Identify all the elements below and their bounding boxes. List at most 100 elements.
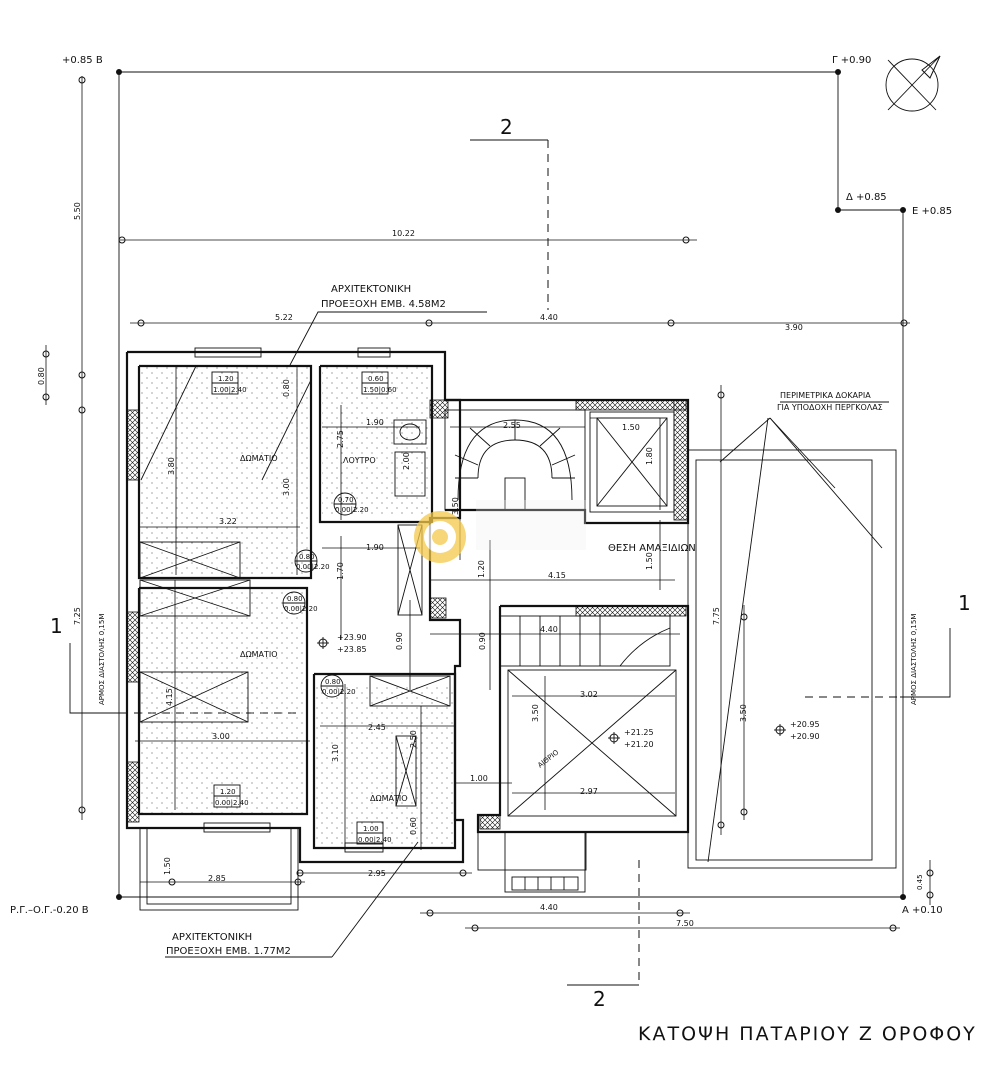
projection-top-line2: ΠΡΟΕΞΟΧΗ ΕΜΒ. 4.58Μ2 [321,299,446,310]
joint-note-left: ΑΡΜΟΣ ΔΙΑΣΤΟΛΗΣ 0,15Μ [98,614,106,705]
pergola-outline [687,417,897,869]
level-l1a: +23.90 [337,633,367,642]
door-tag-4-top: 0.80 [325,678,341,686]
bathroom-fixtures [393,419,427,497]
corner-label-d: Δ +0.85 [846,192,887,203]
door-tag-3-bottom: 0.00|2.20 [284,605,318,613]
dim-3-00-b: 3.00 [212,732,230,741]
dim-1-50-c: 1.50 [163,857,172,875]
corner-label-a: A +0.10 [902,905,943,916]
watermark-logo-icon [414,500,586,563]
dim-5-50: 5.50 [73,202,82,220]
north-arrow-icon [885,55,941,112]
opening-tags [211,371,389,845]
void-crosses [139,365,677,817]
level-l2b: +21.20 [624,740,654,749]
door-tag-4-bottom: 0.00|2.20 [322,688,356,696]
dim-3-50-c: 3.50 [739,704,748,722]
section-label-2-top: 2 [500,115,513,139]
corner-label-rg: Ρ.Γ.–Ο.Γ.-0.20 B [10,905,89,916]
leader-lines [165,311,889,958]
projection-bottom-line2: ΠΡΟΕΞΟΧΗ ΕΜΒ. 1.77Μ2 [166,946,291,957]
joint-note-right: ΑΡΜΟΣ ΔΙΑΣΤΟΛΗΣ 0,15Μ [910,614,918,705]
dim-3-80: 3.80 [167,457,176,475]
room-label-parking: ΘΕΣΗ ΑΜΑΞΙΔΙΩΝ [608,543,696,554]
beam-note-line2: ΓΙΑ ΥΠΟΔΟΧΗ ΠΕΡΓΚΟΛΑΣ [777,403,883,412]
dim-3-00-a: 3.00 [282,478,291,496]
dim-1-00: 1.00 [470,774,488,783]
spiral-stair [444,409,671,667]
dim-0-90-b: 0.90 [478,632,487,650]
door-tag-1-bottom: 0.00|2.20 [335,506,369,514]
room-label-atrium: ΑΙΘΡΙΟ [536,748,560,769]
room-label-room2: ΔΩΜΑΤΙΟ [240,650,278,659]
hatched-walls [126,399,689,830]
projection-bottom-line1: ΑΡΧΙΤΕΚΤΟΝΙΚΗ [172,932,252,943]
level-l1b: +23.85 [337,645,367,654]
dim-2-55: 2.55 [503,421,521,430]
dim-2-00: 2.00 [402,452,411,470]
dim-2-95: 2.95 [368,869,386,878]
dim-3-22: 3.22 [219,517,237,526]
dim-7-50: 7.50 [676,919,694,928]
door-tag-2-bottom: 0.00|2.20 [296,563,330,571]
section-label-1-left: 1 [50,614,63,638]
corner-label-e: E +0.85 [912,206,952,217]
dim-4-40-top: 4.40 [540,313,558,322]
room-label-bath: ΛΟΥΤΡΟ [343,456,376,465]
dim-3-10: 3.10 [331,744,340,762]
level-l3b: +20.90 [790,732,820,741]
plot-boundary [116,69,906,900]
room-label-room3: ΔΩΜΑΤΙΟ [370,794,408,803]
dim-1-20: 1.20 [477,560,486,578]
dim-0-45: 0.45 [916,874,924,890]
dim-2-45: 2.45 [368,723,386,732]
dim-2-97: 2.97 [580,787,598,796]
window-tag-3-bottom: 0.00|2.40 [215,799,249,807]
section-label-1-right: 1 [958,591,971,615]
dim-1-90-b: 1.90 [366,543,384,552]
dim-4-15-b: 4.15 [165,688,174,706]
room-label-room1: ΔΩΜΑΤΙΟ [240,454,278,463]
door-tag-1-top: 0.70 [338,496,354,504]
dim-3-02: 3.02 [580,690,598,699]
window-tag-2-top: 0.60 [368,375,384,383]
windows-top [194,347,391,853]
dim-0-90-a: 0.90 [395,632,404,650]
dim-7-25: 7.25 [73,607,82,625]
building-walls [125,350,690,911]
dim-4-40-bottom: 4.40 [540,903,558,912]
dim-1-50-a: 1.50 [622,423,640,432]
dim-1-80: 1.80 [645,447,654,465]
dim-2-85: 2.85 [208,874,226,883]
window-tag-1-top: 1.20 [218,375,234,383]
corner-label-g: Γ +0.90 [832,55,871,66]
dim-10-22: 10.22 [392,229,415,238]
dim-4-15-a: 4.15 [548,571,566,580]
dim-3-50-a: 3.50 [451,497,460,515]
dim-0-80-left: 0.80 [37,367,46,385]
dim-0-60: 0.60 [409,817,418,835]
level-markers [317,637,786,744]
dim-3-90: 3.90 [785,323,803,332]
window-tag-2-bottom: 1.50|0.60 [363,386,397,394]
window-tag-4-bottom: 0.00|2.40 [358,836,392,844]
door-tag-3-top: 0.80 [287,595,303,603]
projection-top-line1: ΑΡΧΙΤΕΚΤΟΝΙΚΗ [331,284,411,295]
beam-note-line1: ΠΕΡΙΜΕΤΡΙΚΑ ΔΟΚΑΡΙΑ [780,391,871,400]
drawing-title: ΚΑΤΟΨΗ ΠΑΤΑΡΙΟΥ Ζ ΟΡΟΦΟΥ [638,1023,977,1045]
window-tag-3-top: 1.20 [220,788,236,796]
dim-5-22: 5.22 [275,313,293,322]
section-label-2-bottom: 2 [593,987,606,1011]
dim-2-75: 2.75 [336,430,345,448]
dim-7-75: 7.75 [712,607,721,625]
dim-4-40-mid: 4.40 [540,625,558,634]
dim-2-50: 2.50 [409,730,418,748]
corner-label-b: +0.85 B [62,55,103,66]
level-l2a: +21.25 [624,728,654,737]
dim-1-50-b: 1.50 [645,552,654,570]
dim-0-80-mid: 0.80 [282,379,291,397]
dim-1-90-a: 1.90 [366,418,384,427]
window-tag-4-top: 1.00 [363,825,379,833]
